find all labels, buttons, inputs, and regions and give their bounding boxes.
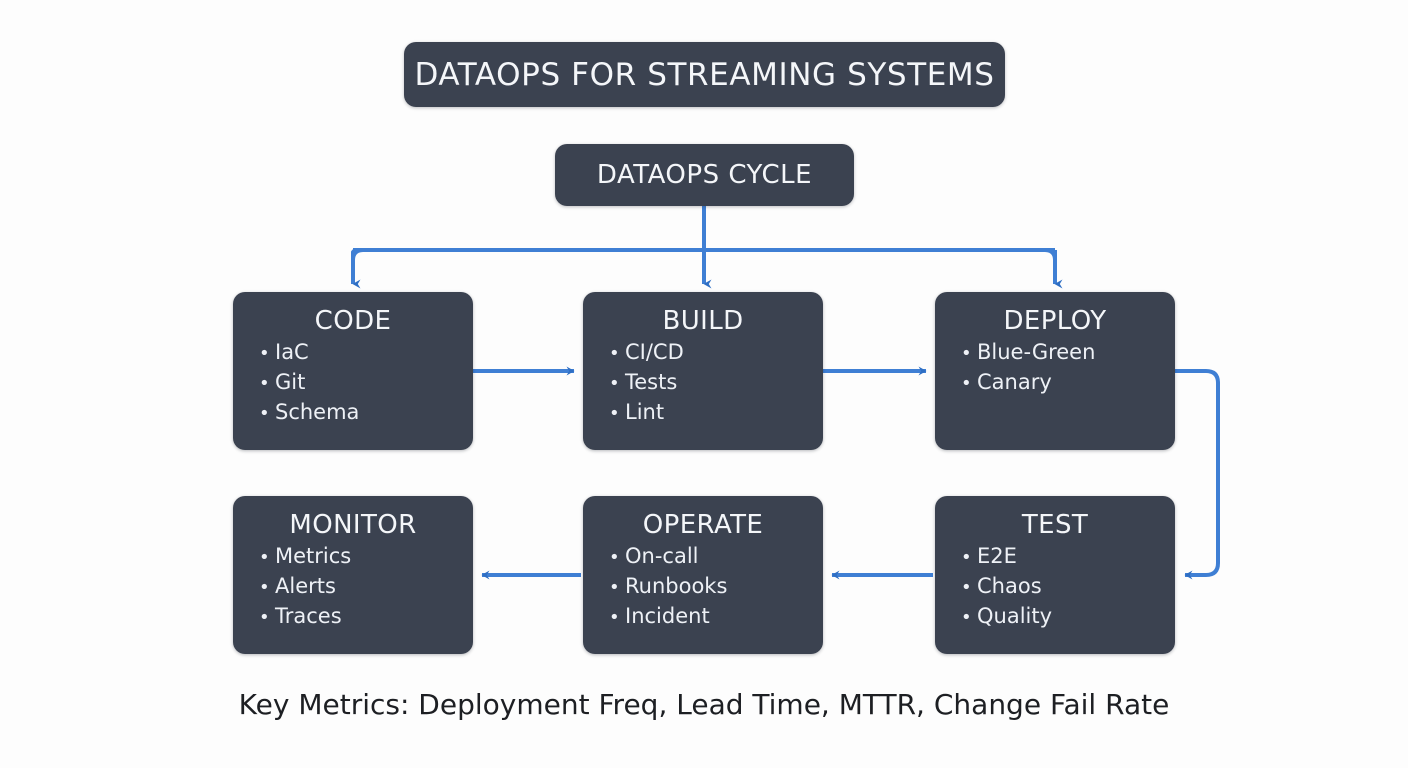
list-item-label: CI/CD (625, 340, 684, 364)
node-monitor[interactable]: MONITOR • Metrics • Alerts • Traces (233, 496, 473, 654)
node-dataops-cycle[interactable]: DATAOPS CYCLE (555, 144, 854, 206)
node-deploy-items: • Blue-Green • Canary (935, 338, 1175, 398)
bullet-icon: • (259, 343, 270, 364)
bullet-icon: • (961, 373, 972, 394)
bullet-icon: • (961, 577, 972, 598)
node-operate-items: • On-call • Runbooks • Incident (583, 542, 823, 632)
node-test-title: TEST (1021, 510, 1089, 540)
connector-bus-to-code (351, 248, 361, 289)
bullet-icon: • (259, 607, 270, 628)
list-item: • Canary (961, 368, 1175, 398)
node-deploy[interactable]: DEPLOY • Blue-Green • Canary (935, 292, 1175, 450)
list-item: • On-call (609, 542, 823, 572)
list-item: • Runbooks (609, 572, 823, 602)
key-metrics-note: Key Metrics: Deployment Freq, Lead Time,… (238, 688, 1170, 721)
page-title: DATAOPS FOR STREAMING SYSTEMS (414, 56, 995, 93)
list-item: • Alerts (259, 572, 473, 602)
node-test-items: • E2E • Chaos • Quality (935, 542, 1175, 632)
list-item-label: Traces (275, 604, 342, 628)
bullet-icon: • (961, 547, 972, 568)
connector-deploy-to-test (1175, 369, 1220, 580)
bullet-icon: • (961, 343, 972, 364)
connector-bus-corner-right (1044, 248, 1057, 261)
bullet-icon: • (609, 607, 620, 628)
list-item-label: Runbooks (625, 574, 728, 598)
list-item-label: Metrics (275, 544, 352, 568)
bullet-icon: • (609, 373, 620, 394)
node-build-title: BUILD (662, 306, 744, 336)
node-monitor-title: MONITOR (289, 510, 417, 540)
list-item-label: E2E (977, 544, 1017, 568)
bullet-icon: • (259, 373, 270, 394)
list-item-label: Chaos (977, 574, 1042, 598)
list-item: • Schema (259, 398, 473, 428)
bullet-icon: • (961, 607, 972, 628)
list-item: • Traces (259, 602, 473, 632)
node-code[interactable]: CODE • IaC • Git • Schema (233, 292, 473, 450)
node-dataops-cycle-label: DATAOPS CYCLE (596, 160, 813, 190)
node-test[interactable]: TEST • E2E • Chaos • Quality (935, 496, 1175, 654)
node-deploy-title: DEPLOY (1003, 306, 1107, 336)
node-code-items: • IaC • Git • Schema (233, 338, 473, 428)
list-item: • E2E (961, 542, 1175, 572)
list-item: • Chaos (961, 572, 1175, 602)
list-item: • Metrics (259, 542, 473, 572)
bullet-icon: • (609, 343, 620, 364)
list-item: • CI/CD (609, 338, 823, 368)
node-monitor-items: • Metrics • Alerts • Traces (233, 542, 473, 632)
list-item-label: Blue-Green (977, 340, 1096, 364)
list-item: • Quality (961, 602, 1175, 632)
bullet-icon: • (259, 403, 270, 424)
list-item-label: Canary (977, 370, 1052, 394)
list-item: • Lint (609, 398, 823, 428)
list-item-label: Lint (625, 400, 665, 424)
list-item: • Git (259, 368, 473, 398)
list-item: • Tests (609, 368, 823, 398)
node-operate-title: OPERATE (642, 510, 764, 540)
list-item-label: On-call (625, 544, 699, 568)
bullet-icon: • (609, 577, 620, 598)
node-operate[interactable]: OPERATE • On-call • Runbooks • Incident (583, 496, 823, 654)
node-build[interactable]: BUILD • CI/CD • Tests • Lint (583, 292, 823, 450)
connector-bus-corner-left (351, 248, 364, 261)
list-item: • IaC (259, 338, 473, 368)
list-item-label: Git (275, 370, 306, 394)
list-item: • Incident (609, 602, 823, 632)
bullet-icon: • (609, 547, 620, 568)
list-item-label: Quality (977, 604, 1053, 628)
list-item-label: IaC (275, 340, 309, 364)
list-item-label: Incident (625, 604, 710, 628)
bullet-icon: • (609, 403, 620, 424)
list-item-label: Schema (275, 400, 360, 424)
list-item: • Blue-Green (961, 338, 1175, 368)
bullet-icon: • (259, 547, 270, 568)
bullet-icon: • (259, 577, 270, 598)
node-code-title: CODE (314, 306, 392, 336)
diagram-title-pill: DATAOPS FOR STREAMING SYSTEMS (404, 42, 1005, 107)
list-item-label: Alerts (275, 574, 336, 598)
list-item-label: Tests (625, 370, 678, 394)
node-build-items: • CI/CD • Tests • Lint (583, 338, 823, 428)
